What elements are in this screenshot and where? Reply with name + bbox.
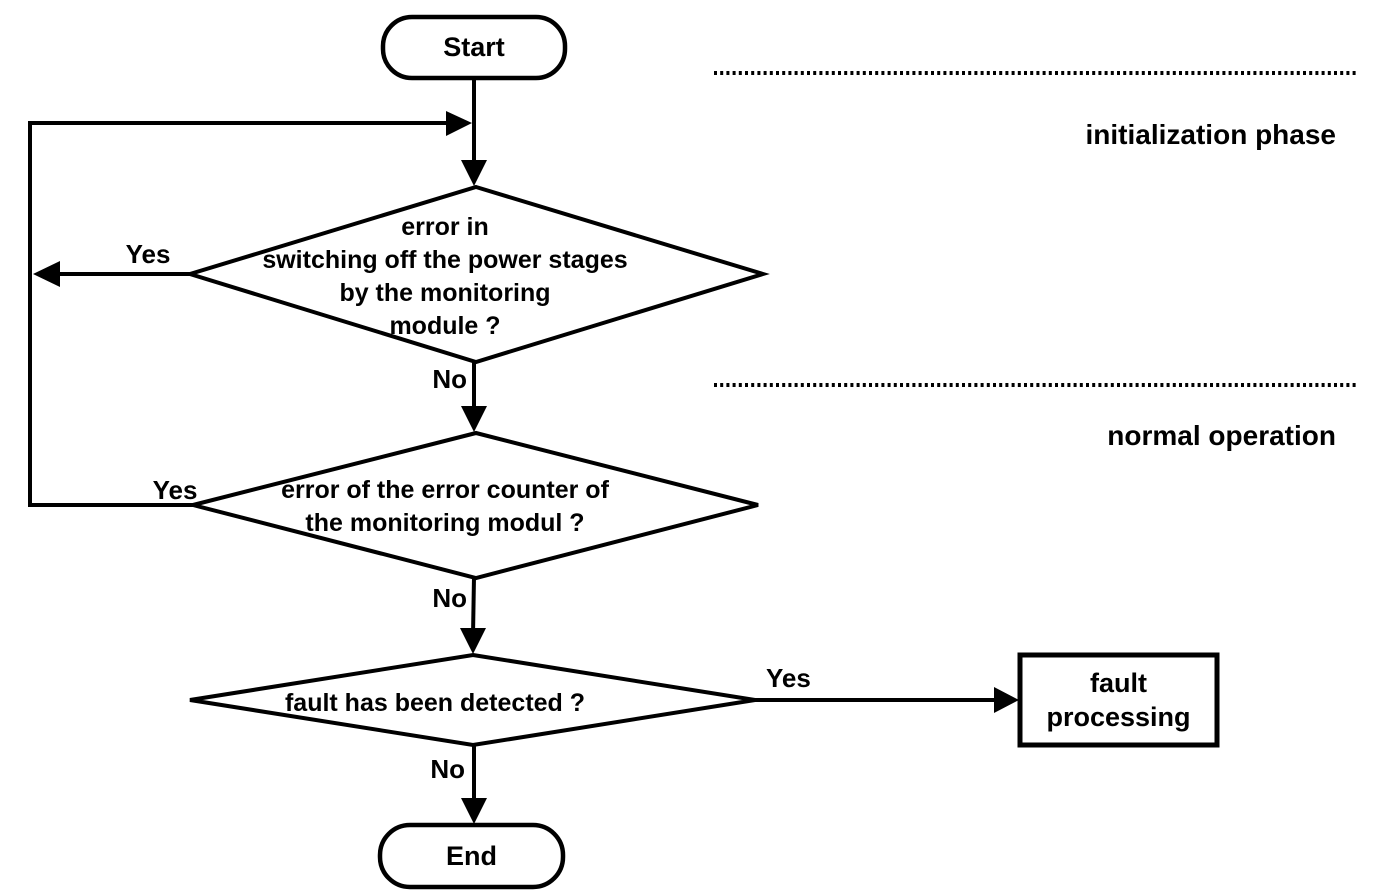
arrowhead-into-end-icon [461, 798, 487, 824]
start-node-shape [380, 14, 568, 81]
decision-error-counter-line1: error of the error counter of [281, 476, 609, 504]
start-node-label: Start [443, 32, 505, 62]
arrowhead-into-d3-icon [460, 628, 486, 654]
end-node-shape [377, 822, 566, 890]
decision-error-counter-text: error of the error counter of the monito… [195, 474, 695, 540]
fault-processing-node-shape [1017, 652, 1220, 748]
arrowhead-reentry-right-icon [446, 111, 472, 136]
arrowhead-d1-yes-left-icon [33, 261, 60, 287]
edge-label-d1-no: No [432, 364, 467, 394]
decision-switch-off-error-text: error in switching off the power stages … [195, 211, 695, 343]
edge-label-d2-no: No [432, 583, 467, 613]
edge-label-d2-yes: Yes [152, 475, 198, 505]
decision-error-counter-line2: the monitoring modul ? [305, 509, 585, 537]
edge-label-d3-no: No [430, 754, 465, 784]
end-node-label: End [446, 840, 497, 871]
arrowhead-into-d2-icon [461, 406, 487, 432]
diamond-fault-detected-shape [189, 652, 756, 748]
decision-fault-detected-text: fault has been detected ? [185, 687, 685, 720]
edge-d2-no-line [471, 576, 476, 636]
decision-fault-detected-line1: fault has been detected ? [284, 689, 586, 717]
decision-switch-off-error-line3: by the monitoring [339, 279, 551, 307]
phase-label-initialization: initialization phase [1085, 119, 1336, 150]
diamond-switch-off-error-shape [183, 184, 770, 365]
arrowhead-into-d1-icon [461, 160, 487, 186]
decision-switch-off-error-line1: error in [401, 213, 489, 241]
decision-switch-off-error-line2: switching off the power stages [262, 246, 628, 274]
arrowhead-into-fault-processing-icon [994, 687, 1019, 713]
loop-back-line [28, 121, 448, 507]
fault-processing-node-label: fault processing [1020, 655, 1217, 745]
edge-label-d3-yes: Yes [766, 663, 811, 693]
decision-switch-off-error-line4: module ? [389, 312, 501, 340]
diamond-error-counter-shape [192, 430, 759, 581]
edge-label-d1-yes: Yes [125, 239, 171, 269]
fault-processing-line2: processing [1046, 702, 1191, 732]
fault-processing-line1: fault [1090, 668, 1147, 698]
phase-label-normal-operation: normal operation [1107, 420, 1336, 451]
